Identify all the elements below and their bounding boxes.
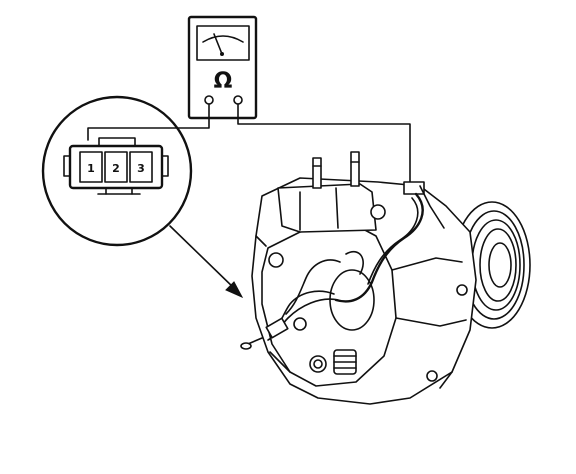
mount-hole-5 bbox=[456, 284, 468, 296]
terminal-cell-2 bbox=[104, 151, 128, 183]
connector-callout: 1 2 3 bbox=[41, 95, 193, 247]
compressor-manifold bbox=[277, 183, 377, 233]
terminal-cell-1 bbox=[79, 151, 103, 183]
callout-circle bbox=[41, 95, 193, 247]
compressor-threaded-fitting bbox=[333, 349, 357, 375]
compressor-terminal-tab bbox=[403, 181, 425, 195]
mount-hole-3 bbox=[309, 355, 327, 373]
connector-latch bbox=[98, 137, 136, 147]
terminal-cell-3 bbox=[129, 151, 153, 183]
ohmmeter-needle bbox=[213, 33, 223, 55]
test-lead-right bbox=[237, 103, 411, 183]
ohmmeter-scale bbox=[202, 35, 244, 43]
mount-hole-1 bbox=[370, 204, 386, 220]
compressor-port-right bbox=[350, 151, 360, 187]
mount-hole-4 bbox=[293, 317, 307, 331]
ohmmeter-jack-right bbox=[233, 95, 243, 105]
harness-connector bbox=[240, 317, 289, 350]
terminal-label-1: 1 bbox=[87, 162, 95, 175]
mount-hole-6 bbox=[426, 370, 438, 382]
mount-hole-2 bbox=[268, 252, 284, 268]
compressor-port-left bbox=[312, 157, 322, 189]
test-lead-left bbox=[87, 103, 210, 141]
ohmmeter-jack-left bbox=[204, 95, 214, 105]
pointer-arrow bbox=[169, 225, 244, 299]
ohmmeter-body bbox=[187, 15, 258, 120]
ohm-symbol: Ω bbox=[214, 69, 233, 94]
terminal-label-3: 3 bbox=[137, 162, 145, 175]
clutch-coil bbox=[329, 269, 375, 331]
test-leads bbox=[87, 103, 411, 183]
ohmmeter-dial bbox=[196, 25, 250, 61]
terminal-label-2: 2 bbox=[112, 162, 120, 175]
wiring-harness bbox=[334, 192, 424, 303]
ac-compressor bbox=[240, 151, 531, 405]
ohmmeter: Ω bbox=[187, 15, 258, 120]
